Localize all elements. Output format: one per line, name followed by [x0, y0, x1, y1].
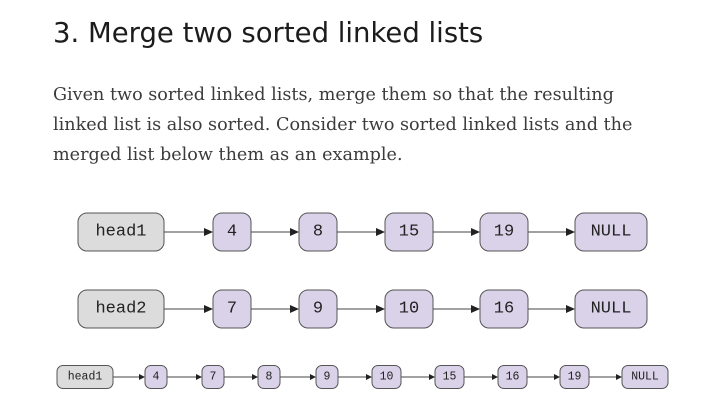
list-node-label: 8: [266, 371, 273, 384]
list-node-label: 4: [153, 371, 160, 384]
head-pointer-label: head1: [95, 223, 146, 242]
null-terminator-box: [574, 212, 648, 252]
list-node-box: [315, 365, 339, 389]
null-terminator-label: NULL: [591, 223, 632, 242]
list-node: 10: [371, 365, 402, 389]
null-terminator: NULL: [621, 365, 669, 389]
list-node: 8: [257, 365, 281, 389]
list-node-box: [144, 365, 168, 389]
intro-paragraph: Given two sorted linked lists, merge the…: [53, 85, 633, 165]
null-terminator-label: NULL: [591, 300, 632, 319]
link-arrow: [433, 305, 480, 313]
list-node: 9: [298, 289, 338, 329]
link-arrow: [528, 305, 575, 313]
list-node-box: [479, 289, 529, 329]
list-node-label: 7: [227, 300, 237, 319]
head-pointer-box: [56, 365, 114, 389]
list-node-box: [212, 289, 252, 329]
link-arrow: [164, 305, 213, 313]
list-node-box: [201, 365, 225, 389]
list-node-box: [298, 212, 338, 252]
list-node-label: 16: [494, 300, 514, 319]
null-terminator-box: [574, 289, 648, 329]
list-node-box: [384, 289, 434, 329]
link-arrow: [251, 305, 299, 313]
list-node-label: 10: [399, 300, 419, 319]
head-pointer: head1: [77, 212, 165, 252]
link-arrow: [113, 374, 145, 380]
link-arrow: [280, 374, 316, 380]
list-node: 10: [384, 289, 434, 329]
list-node-label: 15: [443, 371, 457, 384]
list-node-box: [257, 365, 281, 389]
list-node-label: 19: [568, 371, 582, 384]
page-title: 3. Merge two sorted linked lists: [53, 17, 484, 49]
list-node-label: 19: [494, 223, 514, 242]
link-arrow: [167, 374, 202, 380]
list-node-label: 8: [313, 223, 323, 242]
list-node: 9: [315, 365, 339, 389]
head-pointer: head1: [56, 365, 114, 389]
link-arrow: [433, 228, 480, 236]
link-arrow: [589, 374, 622, 380]
link-arrow: [528, 228, 575, 236]
list-node: 16: [497, 365, 528, 389]
list-node-box: [212, 212, 252, 252]
list-node-box: [479, 212, 529, 252]
null-terminator-box: [621, 365, 669, 389]
head-pointer-box: [77, 289, 165, 329]
head-pointer: head2: [77, 289, 165, 329]
list-node: 8: [298, 212, 338, 252]
link-arrow: [337, 305, 385, 313]
list-node-label: 9: [324, 371, 331, 384]
list-node: 7: [212, 289, 252, 329]
list-node-box: [559, 365, 590, 389]
head-pointer-label: head2: [95, 300, 146, 319]
list-node-label: 4: [227, 223, 237, 242]
list-node-box: [434, 365, 465, 389]
list-node-label: 9: [313, 300, 323, 319]
null-terminator-label: NULL: [631, 371, 659, 384]
list-node-label: 10: [380, 371, 394, 384]
list-node-box: [371, 365, 402, 389]
list-node: 19: [559, 365, 590, 389]
list-node-box: [298, 289, 338, 329]
list-node-label: 15: [399, 223, 419, 242]
link-arrow: [251, 228, 299, 236]
list-node: 4: [144, 365, 168, 389]
list-node: 4: [212, 212, 252, 252]
list-node-label: 7: [210, 371, 217, 384]
null-terminator: NULL: [574, 212, 648, 252]
link-arrow: [224, 374, 258, 380]
list-node-box: [497, 365, 528, 389]
link-arrow: [527, 374, 560, 380]
list-node: 7: [201, 365, 225, 389]
link-arrow: [337, 228, 385, 236]
list-node-label: 16: [506, 371, 520, 384]
list-node: 15: [434, 365, 465, 389]
list-node: 15: [384, 212, 434, 252]
link-arrow: [401, 374, 435, 380]
linked-list-1: head1 4 8 15 19 NULL: [77, 212, 648, 252]
link-arrow: [464, 374, 498, 380]
head-pointer-box: [77, 212, 165, 252]
link-arrow: [338, 374, 372, 380]
linked-list-2: head2 7 9 10 16 NULL: [77, 289, 648, 329]
list-node-box: [384, 212, 434, 252]
null-terminator: NULL: [574, 289, 648, 329]
head-pointer-label: head1: [68, 371, 103, 384]
list-node: 16: [479, 289, 529, 329]
list-node: 19: [479, 212, 529, 252]
link-arrow: [164, 228, 213, 236]
linked-list-3: head1 4 7 8 9 10 15 16 19 NULL: [56, 365, 669, 389]
